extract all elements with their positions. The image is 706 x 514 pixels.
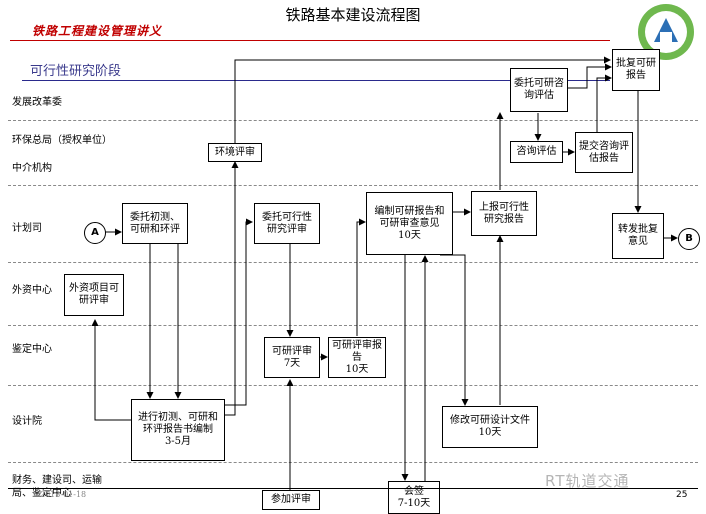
lane-label-jianding: 鉴定中心	[12, 344, 52, 355]
footer-date: 2013-01-18	[40, 490, 87, 499]
box-waizi-xiangmu: 外资项目可研评审	[64, 274, 124, 316]
box-weituo-keyan: 委托可行性研究评审	[254, 203, 320, 244]
title-divider	[10, 40, 610, 41]
lane-separator	[8, 325, 698, 326]
lane-label-huanbao: 环保总局（授权单位）	[12, 135, 112, 146]
box-canjia: 参加评审	[262, 490, 320, 510]
page-title: 铁路基本建设流程图	[285, 6, 421, 24]
box-huiqian: 会签 7-10天	[388, 481, 440, 514]
connector-b: B	[678, 228, 700, 250]
subtitle: 铁路工程建设管理讲义	[32, 24, 163, 38]
lane-label-jihua: 计划司	[12, 223, 42, 234]
page-number: 25	[676, 490, 688, 500]
box-weituo-chuce: 委托初测、可研和环评	[122, 203, 188, 244]
box-weituo-zixun: 委托可研咨询评估	[510, 68, 568, 112]
university-logo-icon	[638, 4, 694, 60]
box-zhuanfa: 转发批复意见	[612, 213, 664, 259]
box-huanjing: 环境评审	[208, 143, 262, 162]
box-shangbao: 上报可行性研究报告	[471, 191, 537, 236]
box-keyan-pingshen: 可研评审 7天	[264, 337, 320, 378]
box-bianzhi: 编制可研报告和可研审查意见 10天	[366, 192, 453, 255]
watermark: RT轨道交通	[545, 472, 630, 490]
stage-divider	[22, 80, 610, 81]
lane-label-sheji: 设计院	[12, 416, 42, 427]
box-tijiao: 提交咨询评估报告	[575, 132, 633, 173]
stage-heading: 可行性研究阶段	[30, 64, 122, 79]
lane-label-waizi: 外资中心	[12, 285, 52, 296]
lane-label-zhongjie: 中介机构	[12, 163, 52, 174]
footer-divider	[8, 488, 698, 489]
lane-label-caiwu: 财务、建设司、运输局、鉴定中心	[12, 475, 102, 499]
box-pifu: 批复可研报告	[612, 49, 660, 91]
box-keyan-baogao: 可研评审报告 10天	[328, 337, 386, 378]
lane-separator	[8, 385, 698, 386]
box-jinxing: 进行初测、可研和环评报告书编制 3-5月	[131, 399, 225, 461]
lane-separator	[8, 262, 698, 263]
lane-label-fazhan: 发展改革委	[12, 97, 62, 108]
lane-separator	[8, 120, 698, 121]
box-xiugai: 修改可研设计文件 10天	[442, 406, 538, 448]
connector-a: A	[84, 222, 106, 244]
lane-separator	[8, 185, 698, 186]
box-zixun: 咨询评估	[510, 141, 563, 163]
lane-separator	[8, 462, 698, 463]
